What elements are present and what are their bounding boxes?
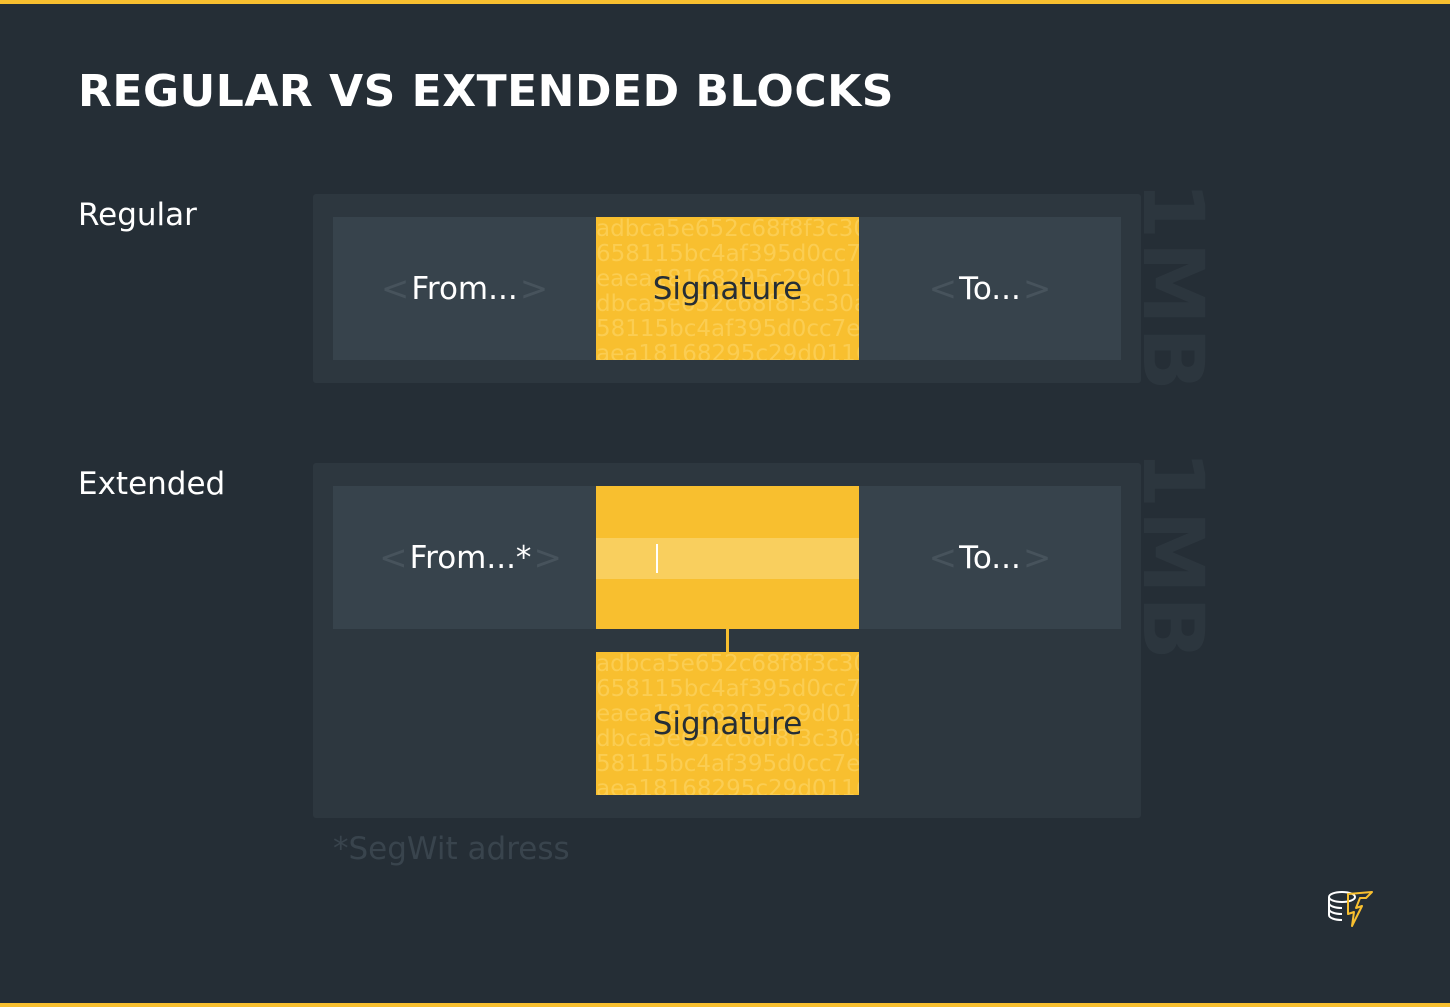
regular-row-label: Regular bbox=[78, 197, 197, 233]
hex-line: eaea18168295c29d0118 bbox=[596, 267, 859, 292]
top-accent-bar bbox=[0, 0, 1450, 4]
hex-line: 658115bc4af395d0cc7e6 bbox=[596, 242, 859, 267]
chevron-right-icon: > bbox=[1022, 537, 1052, 578]
hex-line: adbca5e652c68f8f3c30a bbox=[596, 217, 859, 242]
signature-hex-background: adbca5e652c68f8f3c30a 658115bc4af395d0cc… bbox=[596, 652, 859, 795]
chevron-right-icon: > bbox=[519, 268, 549, 309]
extended-from-text: From...* bbox=[409, 539, 532, 576]
regular-size-text: 1MB bbox=[1124, 180, 1222, 393]
extended-to-text: To... bbox=[959, 539, 1021, 576]
extended-to-cell: < To... > bbox=[859, 486, 1121, 629]
signature-hex-background: adbca5e652c68f8f3c30a 658115bc4af395d0cc… bbox=[596, 217, 859, 360]
extended-block-panel: < From...* > < To... > adbca5e652c68f8f3… bbox=[313, 463, 1141, 818]
regular-signature-label: Signature bbox=[652, 270, 803, 307]
hex-line: 58115bc4af395d0cc7e6 bbox=[596, 317, 859, 342]
regular-from-cell: < From... > bbox=[333, 217, 596, 360]
extended-signature-label: Signature bbox=[652, 705, 803, 742]
hex-line: adbca5e652c68f8f3c30a bbox=[596, 652, 859, 677]
signature-connector-line bbox=[726, 629, 729, 652]
extended-from-cell: < From...* > bbox=[333, 486, 596, 629]
segwit-footnote: *SegWit adress bbox=[333, 831, 570, 867]
page-title: REGULAR VS EXTENDED BLOCKS bbox=[78, 66, 894, 117]
regular-to-cell: < To... > bbox=[859, 217, 1121, 360]
regular-size-label: 1MB bbox=[1124, 180, 1222, 392]
chevron-left-icon: < bbox=[380, 268, 410, 309]
coin-stack-lightning-icon bbox=[1326, 888, 1374, 930]
regular-signature-block: adbca5e652c68f8f3c30a 658115bc4af395d0cc… bbox=[596, 217, 859, 360]
hex-line: eaea18168295c29d0118 bbox=[596, 702, 859, 727]
text-cursor bbox=[656, 544, 658, 573]
extended-signature-placeholder bbox=[596, 486, 859, 629]
hex-line: 58115bc4af395d0cc7e6 bbox=[596, 752, 859, 777]
chevron-left-icon: < bbox=[928, 268, 958, 309]
hex-line: aea18168295c29d01168 bbox=[596, 342, 859, 360]
hex-line: aea18168295c29d01168 bbox=[596, 777, 859, 795]
extended-size-text: 1MB bbox=[1124, 449, 1222, 662]
chevron-left-icon: < bbox=[379, 537, 408, 578]
chevron-right-icon: > bbox=[533, 537, 562, 578]
bottom-accent-bar bbox=[0, 1003, 1450, 1007]
extended-row-label: Extended bbox=[78, 466, 226, 502]
extended-signature-block: adbca5e652c68f8f3c30a 658115bc4af395d0cc… bbox=[596, 652, 859, 795]
extended-size-label: 1MB bbox=[1124, 449, 1222, 661]
chevron-left-icon: < bbox=[928, 537, 958, 578]
regular-block-panel: < From... > adbca5e652c68f8f3c30a 658115… bbox=[313, 194, 1141, 383]
empty-signature-band bbox=[596, 538, 859, 579]
hex-line: 658115bc4af395d0cc7e6 bbox=[596, 677, 859, 702]
hex-line: dbca5e652c68f8f3c30ad bbox=[596, 292, 859, 317]
hex-line: dbca5e652c68f8f3c30ad bbox=[596, 727, 859, 752]
chevron-right-icon: > bbox=[1022, 268, 1052, 309]
regular-from-text: From... bbox=[411, 270, 518, 307]
regular-to-text: To... bbox=[959, 270, 1021, 307]
